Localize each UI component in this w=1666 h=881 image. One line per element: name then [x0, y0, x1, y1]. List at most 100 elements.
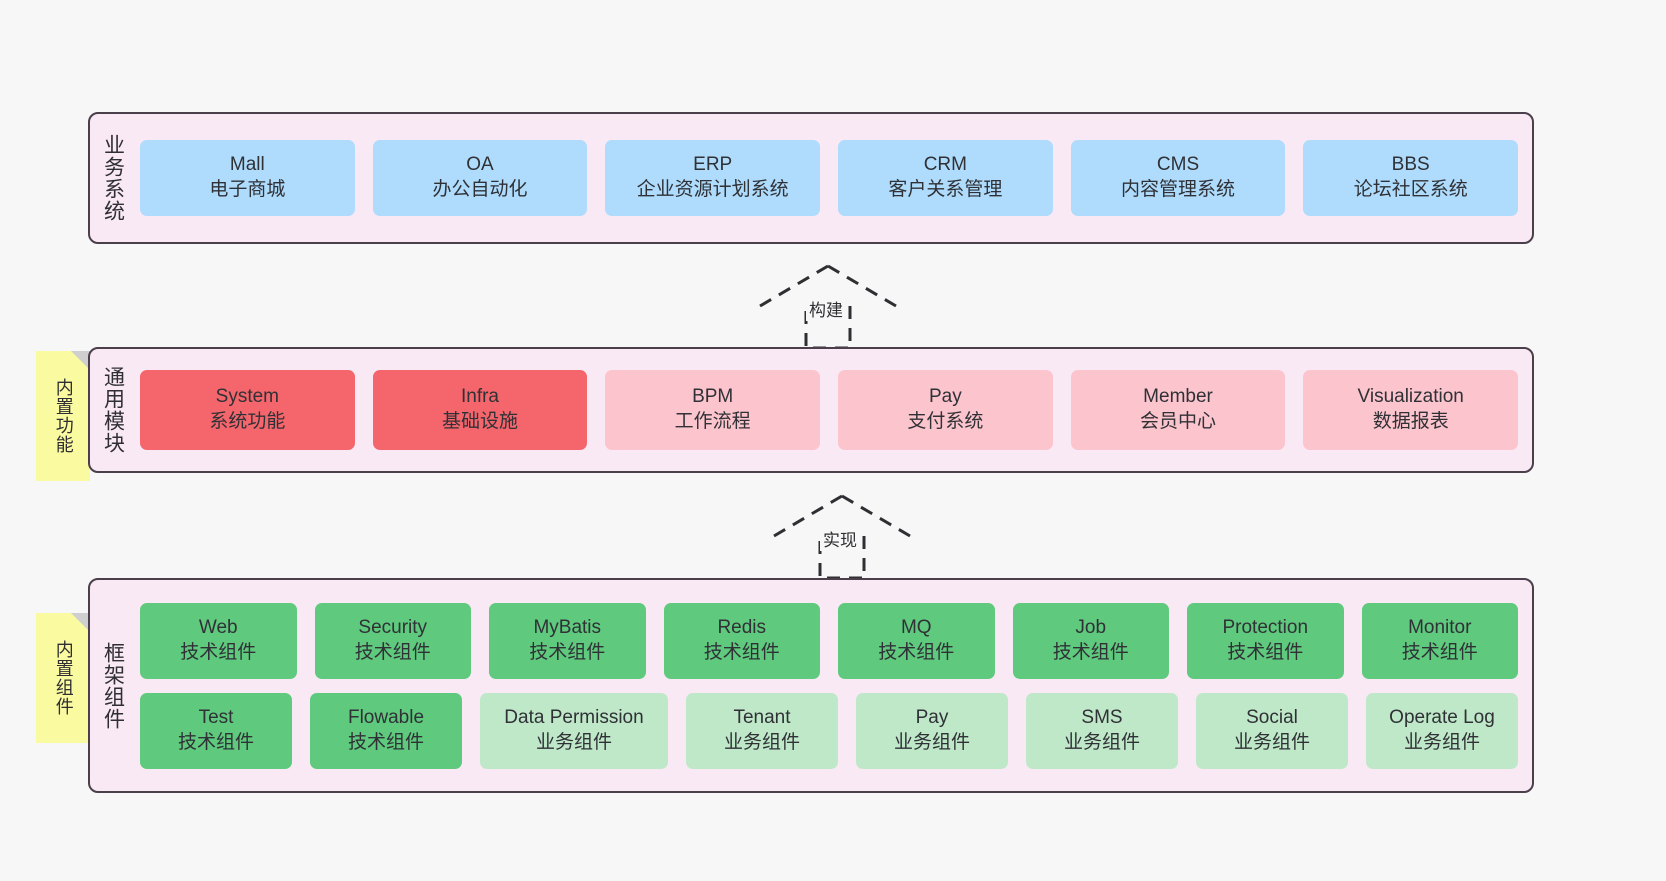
card-subtitle: 业务组件 — [535, 731, 612, 753]
card-infra[interactable]: Infra 基础设施 — [372, 370, 588, 450]
card-subtitle: 业务组件 — [723, 731, 800, 753]
card-title: SMS — [1081, 706, 1123, 728]
layer-title-framework: 框架组件 — [101, 641, 125, 730]
card-visualization[interactable]: Visualization 数据报表 — [1303, 370, 1519, 450]
card-bbs[interactable]: BBS 论坛社区系统 — [1303, 140, 1519, 216]
layer-common-modules: 通用模块 System 系统功能 Infra 基础设施 BPM 工作流程 Pay… — [88, 347, 1534, 473]
card-title: ERP — [693, 154, 733, 176]
card-web[interactable]: Web 技术组件 — [140, 602, 297, 679]
card-social[interactable]: Social 业务组件 — [1196, 692, 1348, 769]
card-tenant[interactable]: Tenant 业务组件 — [686, 692, 838, 769]
card-member[interactable]: Member 会员中心 — [1070, 370, 1286, 450]
card-bpm[interactable]: BPM 工作流程 — [605, 370, 821, 450]
card-subtitle: 工作流程 — [674, 411, 751, 432]
card-mall[interactable]: Mall 电子商城 — [140, 140, 355, 216]
card-title: Redis — [717, 616, 767, 638]
layer-body-business: Mall 电子商城 OA 办公自动化 ERP 企业资源计划系统 CRM 客户关系… — [134, 114, 1532, 242]
card-protection[interactable]: Protection 技术组件 — [1187, 602, 1344, 679]
card-system[interactable]: System 系统功能 — [140, 370, 355, 450]
card-subtitle: 技术组件 — [1227, 641, 1304, 663]
card-test[interactable]: Test 技术组件 — [140, 692, 292, 769]
card-title: Job — [1075, 616, 1107, 638]
card-subtitle: 客户关系管理 — [888, 179, 1003, 200]
card-title: Member — [1143, 386, 1213, 408]
card-subtitle: 业务组件 — [1403, 731, 1480, 753]
card-redis[interactable]: Redis 技术组件 — [663, 602, 820, 679]
card-subtitle: 企业资源计划系统 — [636, 179, 789, 200]
card-cms[interactable]: CMS 内容管理系统 — [1070, 140, 1286, 216]
note-label: 内置功能 — [53, 378, 74, 454]
card-flowable[interactable]: Flowable 技术组件 — [310, 692, 462, 769]
card-subtitle: 技术组件 — [1401, 641, 1478, 663]
card-subtitle: 办公自动化 — [432, 179, 528, 200]
card-data-permission[interactable]: Data Permission 业务组件 — [480, 692, 668, 769]
card-subtitle: 数据报表 — [1372, 411, 1449, 432]
card-subtitle: 会员中心 — [1140, 411, 1217, 432]
card-subtitle: 论坛社区系统 — [1353, 179, 1468, 200]
card-subtitle: 技术组件 — [529, 641, 606, 663]
card-title: Mall — [229, 154, 265, 176]
note-builtin-components: 内置组件 — [36, 613, 90, 743]
card-mq[interactable]: MQ 技术组件 — [838, 602, 995, 679]
card-subtitle: 内容管理系统 — [1121, 179, 1236, 200]
card-subtitle: 支付系统 — [907, 411, 984, 432]
note-fold-corner — [71, 351, 90, 370]
card-subtitle: 技术组件 — [354, 641, 431, 663]
card-subtitle: 业务组件 — [1063, 731, 1140, 753]
card-title: Test — [198, 706, 234, 728]
connector-build-label: 构建 — [806, 296, 846, 321]
card-title: MyBatis — [533, 616, 602, 638]
card-title: BPM — [692, 386, 734, 408]
card-title: Infra — [460, 386, 500, 408]
layer-title-business: 业务系统 — [101, 134, 125, 222]
note-label: 内置组件 — [53, 640, 74, 716]
layer-body-framework: Web 技术组件 Security 技术组件 MyBatis 技术组件 Redi… — [134, 580, 1532, 791]
card-title: Monitor — [1408, 616, 1472, 638]
card-subtitle: 技术组件 — [1052, 641, 1129, 663]
card-operate-log[interactable]: Operate Log 业务组件 — [1366, 692, 1518, 769]
card-title: Tenant — [733, 706, 791, 728]
card-security[interactable]: Security 技术组件 — [314, 602, 471, 679]
layer-business-systems: 业务系统 Mall 电子商城 OA 办公自动化 ERP 企业资源计划系统 CRM… — [88, 112, 1534, 244]
note-fold-corner — [71, 613, 90, 632]
card-title: Visualization — [1357, 386, 1464, 408]
card-crm[interactable]: CRM 客户关系管理 — [838, 140, 1053, 216]
card-title: BBS — [1391, 154, 1430, 176]
card-title: System — [215, 386, 280, 408]
card-subtitle: 技术组件 — [878, 641, 955, 663]
card-subtitle: 业务组件 — [893, 731, 970, 753]
card-pay-component[interactable]: Pay 业务组件 — [856, 692, 1008, 769]
card-title: Social — [1246, 706, 1298, 728]
card-subtitle: 系统功能 — [209, 411, 286, 432]
card-title: CRM — [923, 154, 967, 176]
card-title: OA — [466, 154, 494, 176]
note-builtin-features: 内置功能 — [36, 351, 90, 481]
card-job[interactable]: Job 技术组件 — [1012, 602, 1169, 679]
card-row: Mall 电子商城 OA 办公自动化 ERP 企业资源计划系统 CRM 客户关系… — [140, 140, 1519, 216]
card-pay-module[interactable]: Pay 支付系统 — [838, 370, 1053, 450]
card-row: Web 技术组件 Security 技术组件 MyBatis 技术组件 Redi… — [140, 602, 1518, 679]
connector-implement: 实现 — [772, 492, 912, 580]
card-title: Data Permission — [504, 706, 644, 728]
card-title: Protection — [1222, 616, 1309, 638]
card-monitor[interactable]: Monitor 技术组件 — [1361, 602, 1518, 679]
card-title: Pay — [915, 706, 949, 728]
card-mybatis[interactable]: MyBatis 技术组件 — [489, 602, 646, 679]
card-subtitle: 业务组件 — [1233, 731, 1310, 753]
card-subtitle: 技术组件 — [180, 641, 257, 663]
card-sms[interactable]: SMS 业务组件 — [1026, 692, 1178, 769]
card-row: Test 技术组件 Flowable 技术组件 Data Permission … — [140, 692, 1518, 769]
card-subtitle: 电子商城 — [209, 179, 286, 200]
card-oa[interactable]: OA 办公自动化 — [372, 140, 588, 216]
card-title: Operate Log — [1389, 706, 1495, 728]
card-title: Flowable — [347, 706, 425, 728]
connector-implement-label: 实现 — [820, 526, 860, 551]
card-subtitle: 技术组件 — [177, 731, 254, 753]
card-erp[interactable]: ERP 企业资源计划系统 — [605, 140, 821, 216]
card-subtitle: 技术组件 — [347, 731, 424, 753]
card-title: Web — [198, 616, 238, 638]
layer-body-modules: System 系统功能 Infra 基础设施 BPM 工作流程 Pay 支付系统… — [134, 349, 1532, 471]
layer-title-modules: 通用模块 — [101, 366, 125, 454]
card-title: Pay — [928, 386, 962, 408]
